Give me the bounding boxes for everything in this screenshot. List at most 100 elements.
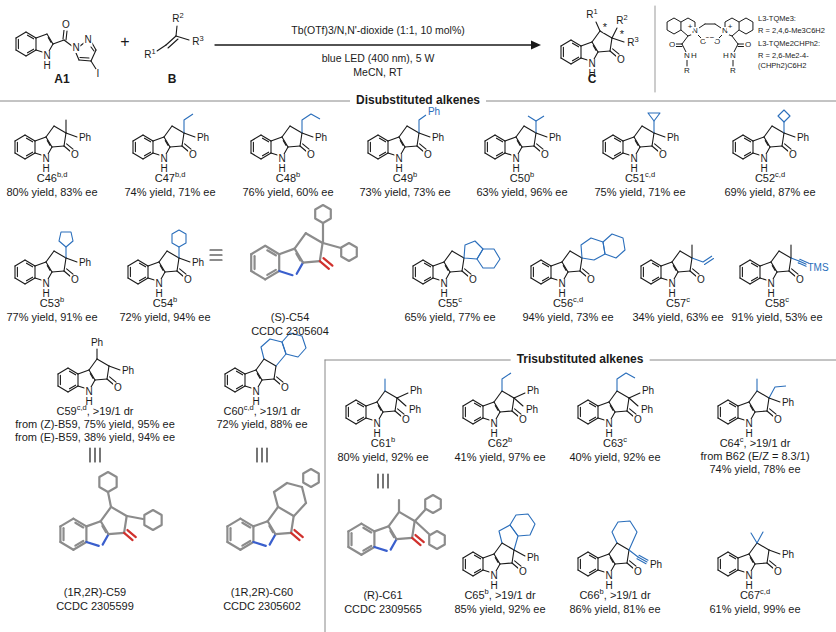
bond-line xyxy=(70,385,76,389)
compound-label: C66 xyxy=(579,589,599,601)
superscript: c,d xyxy=(645,170,655,179)
bond-line xyxy=(256,370,262,380)
bond-line xyxy=(261,135,271,141)
bond-line xyxy=(610,38,612,51)
atom-label-line: O xyxy=(586,275,596,285)
crystal-bond xyxy=(269,526,273,532)
equivalence-sign xyxy=(266,448,267,462)
atom-label: Ph xyxy=(650,559,662,570)
atom-label-line: R xyxy=(683,67,691,75)
bond-line xyxy=(680,251,692,258)
bond-line xyxy=(282,137,288,147)
bond-line xyxy=(140,263,146,267)
bond-line xyxy=(235,368,245,374)
bond-line xyxy=(263,152,269,156)
bond-line xyxy=(97,359,109,366)
bond-line xyxy=(615,138,621,142)
atom-label: H xyxy=(723,51,729,60)
bond-line xyxy=(68,368,78,374)
bond-line xyxy=(603,153,613,159)
equivalence-sign xyxy=(261,448,262,462)
bond-line xyxy=(791,258,799,261)
yield-text-line: from (E)-B59, 38% yield, 94% ee xyxy=(15,431,175,444)
bond-line xyxy=(770,146,782,147)
yield-text-line: 91% yield, 53% ee xyxy=(731,311,822,324)
bond-line xyxy=(463,418,473,424)
atom-label-line: H xyxy=(690,52,698,60)
crystal-bond xyxy=(399,512,415,521)
atom-label: O xyxy=(796,274,804,285)
yield-text-line: 61% yield, 99% ee xyxy=(709,603,800,616)
atom-label: N xyxy=(512,153,519,164)
bond-line xyxy=(482,558,483,570)
compound-label-line: C48b xyxy=(276,172,300,185)
bond-line xyxy=(728,418,738,424)
bond-line xyxy=(757,543,769,550)
compound-label: C52 xyxy=(755,172,775,184)
bond-line xyxy=(14,266,15,278)
atom-label-line: R1 xyxy=(143,50,156,60)
superscript: 1 xyxy=(594,7,598,16)
bond-line xyxy=(653,121,654,133)
bond-line xyxy=(68,386,78,392)
bond-line xyxy=(573,43,579,47)
compound-label-line: C57c xyxy=(666,297,690,310)
bond-line xyxy=(356,418,366,424)
bond-line xyxy=(77,374,78,386)
bond-line xyxy=(592,31,600,42)
bond-line xyxy=(58,368,68,374)
atom-label: O xyxy=(71,274,79,285)
bond-line xyxy=(573,57,579,61)
yield-text: 73% yield, 73% ee xyxy=(359,186,450,198)
crystal-bond xyxy=(363,546,371,551)
bond-line xyxy=(588,570,598,576)
bond-line xyxy=(733,135,743,141)
ccdc-number: CCDC 2305604 xyxy=(251,325,329,337)
bond-line xyxy=(70,371,76,375)
atom-label: N xyxy=(668,278,675,289)
ccdc-number-line: CCDC 2305604 xyxy=(251,325,329,338)
bond-line xyxy=(346,418,356,424)
crystal-bond xyxy=(86,542,98,546)
compound-label-line: C51c,d xyxy=(625,172,655,185)
bond-line xyxy=(755,411,767,412)
crystal-bond xyxy=(347,531,349,547)
crystal-label: (R)-C61 xyxy=(363,589,402,601)
atom-label-line: R3 xyxy=(191,37,204,47)
bond-line xyxy=(46,262,52,272)
bond-line xyxy=(483,554,494,558)
bond-line xyxy=(610,558,613,563)
atom-label-line: I xyxy=(96,69,101,79)
superscript: 3 xyxy=(200,34,204,43)
bond-line xyxy=(502,543,514,550)
compound-label-line: C66b, >19/1 dr xyxy=(579,589,650,602)
atom-label: O xyxy=(184,274,192,285)
atom-label-line: O xyxy=(633,415,643,425)
bond-line xyxy=(380,138,386,142)
atom-label: N xyxy=(490,418,497,429)
crystal-bond xyxy=(303,261,320,262)
compound-label: , >19/1 dr xyxy=(744,437,791,449)
bond-line xyxy=(772,126,784,133)
bond-line xyxy=(790,245,791,258)
bond-line xyxy=(609,402,615,412)
superscript: b xyxy=(413,170,417,179)
bond-line xyxy=(699,24,705,28)
bond-line xyxy=(400,141,403,146)
atom-label: TMS xyxy=(807,262,828,273)
bond-line xyxy=(15,135,25,141)
compound-label: C48 xyxy=(276,172,296,184)
bond-line xyxy=(225,368,235,374)
bond-line xyxy=(387,141,388,153)
bond-line xyxy=(749,543,757,554)
equivalence-sign xyxy=(387,474,388,488)
crystal-bond xyxy=(291,516,294,533)
equivalence-sign xyxy=(256,448,257,462)
atom-label-line: Ph xyxy=(640,405,654,415)
bond-line xyxy=(581,238,605,260)
bond-line xyxy=(176,26,177,36)
bond-line xyxy=(17,267,18,276)
atom-label: Ph xyxy=(667,132,679,143)
crystal-bond xyxy=(242,541,250,546)
bond-line xyxy=(771,262,777,272)
